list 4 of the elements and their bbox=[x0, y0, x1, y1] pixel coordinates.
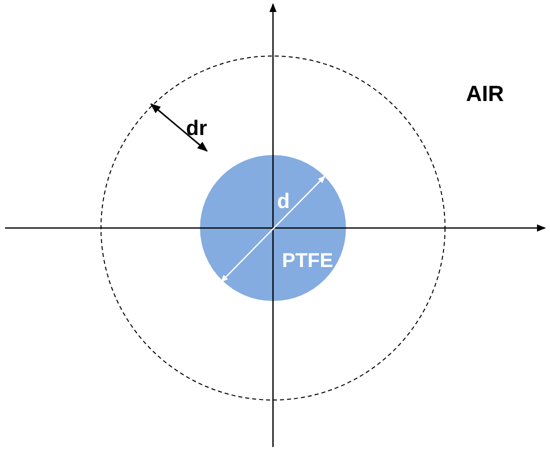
region-label: AIR bbox=[466, 83, 504, 105]
dimension-label: d bbox=[277, 191, 290, 212]
material-label: PTFE bbox=[282, 251, 334, 271]
dimension-label: dr bbox=[186, 118, 207, 139]
